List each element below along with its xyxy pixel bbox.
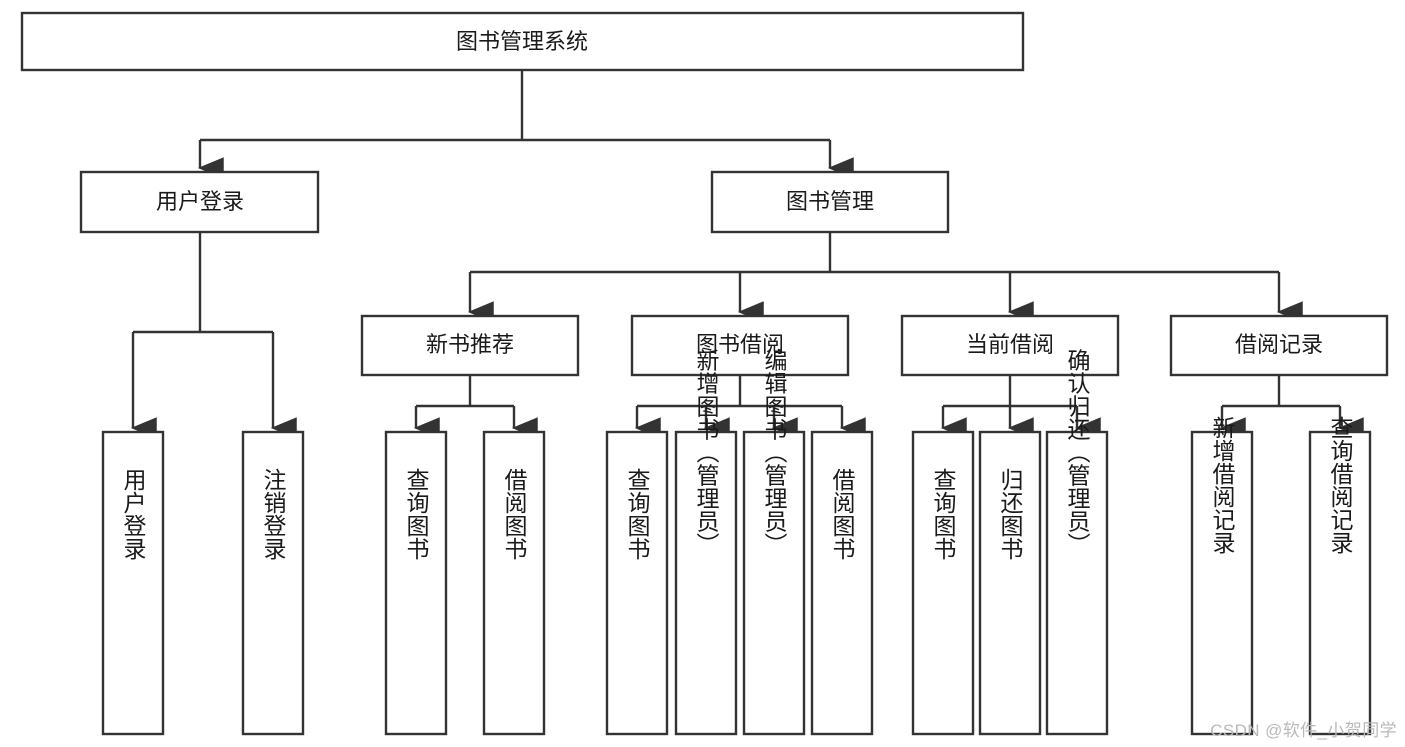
node-leaf-search-book-2-label: 查询图书 [624, 468, 651, 560]
node-leaf-add-borrow-record[interactable]: 新增借阅记录 [1190, 416, 1254, 736]
node-book-borrow-label: 图书借阅 [696, 332, 784, 357]
node-leaf-edit-book-box[interactable] [742, 430, 806, 736]
node-user-login[interactable]: 用户登录 [79, 170, 320, 234]
node-leaf-borrow-book-2-box[interactable] [810, 430, 874, 736]
node-leaf-return-book-box[interactable] [978, 430, 1042, 736]
node-borrow-record-label: 借阅记录 [1235, 332, 1323, 357]
node-leaf-search-book-3-box[interactable] [911, 430, 975, 736]
node-leaf-borrow-book-2[interactable]: 借阅图书 [810, 430, 874, 736]
node-book-management-label: 图书管理 [786, 189, 874, 214]
node-root-box[interactable] [20, 11, 1025, 72]
node-root[interactable]: 图书管理系统 [20, 11, 1025, 72]
node-book-management-box[interactable] [710, 170, 950, 234]
node-leaf-user-login-box[interactable] [101, 430, 165, 736]
node-book-borrow-box[interactable] [630, 314, 850, 377]
node-leaf-add-book-label: 新增图书（管理员） [693, 349, 720, 556]
node-leaf-add-book-box[interactable] [674, 430, 738, 736]
node-new-book-recommend-box[interactable] [360, 314, 580, 377]
node-leaf-borrow-book-1-box[interactable] [482, 430, 546, 736]
node-leaf-search-borrow-record-label: 查询借阅记录 [1327, 416, 1354, 554]
node-borrow-record[interactable]: 借阅记录 [1169, 314, 1389, 377]
node-new-book-recommend-label: 新书推荐 [426, 332, 514, 357]
node-leaf-search-book-2-box[interactable] [605, 430, 669, 736]
node-leaf-borrow-book-1[interactable]: 借阅图书 [482, 430, 546, 736]
node-current-borrow[interactable]: 当前借阅 [900, 314, 1120, 377]
node-root-label: 图书管理系统 [456, 29, 588, 54]
node-leaf-user-login-label: 用户登录 [120, 468, 147, 560]
node-leaf-return-book-label: 归还图书 [997, 468, 1024, 560]
node-leaf-search-book-1-label: 查询图书 [403, 468, 430, 560]
connectors [130, 70, 1364, 439]
node-leaf-borrow-book-2-label: 借阅图书 [829, 468, 856, 560]
node-leaf-borrow-book-1-label: 借阅图书 [501, 468, 528, 560]
node-current-borrow-label: 当前借阅 [966, 332, 1054, 357]
node-leaf-search-book-3[interactable]: 查询图书 [911, 430, 975, 736]
node-leaf-logout-label: 注销登录 [260, 468, 287, 560]
node-leaf-logout[interactable]: 注销登录 [241, 430, 305, 736]
node-leaf-confirm-return-box[interactable] [1045, 430, 1109, 736]
node-leaf-search-borrow-record-box[interactable] [1308, 430, 1372, 736]
node-new-book-recommend[interactable]: 新书推荐 [360, 314, 580, 377]
node-leaf-search-borrow-record[interactable]: 查询借阅记录 [1308, 416, 1372, 736]
node-leaf-return-book[interactable]: 归还图书 [978, 430, 1042, 736]
node-leaf-add-borrow-record-label: 新增借阅记录 [1209, 416, 1236, 554]
node-leaf-search-book-1-box[interactable] [384, 430, 448, 736]
node-book-management[interactable]: 图书管理 [710, 170, 950, 234]
node-leaf-add-book[interactable]: 新增图书（管理员） [674, 349, 738, 736]
node-leaf-edit-book[interactable]: 编辑图书（管理员） [742, 349, 806, 736]
node-leaf-search-book-3-label: 查询图书 [930, 468, 957, 560]
node-leaf-confirm-return[interactable]: 确认归还（管理员） [1045, 349, 1109, 736]
node-leaf-edit-book-label: 编辑图书（管理员） [761, 349, 788, 556]
node-leaf-search-book-2[interactable]: 查询图书 [605, 430, 669, 736]
node-current-borrow-box[interactable] [900, 314, 1120, 377]
node-user-login-box[interactable] [79, 170, 320, 234]
node-borrow-record-box[interactable] [1169, 314, 1389, 377]
node-book-borrow[interactable]: 图书借阅 [630, 314, 850, 377]
node-leaf-user-login[interactable]: 用户登录 [101, 430, 165, 736]
node-leaf-logout-box[interactable] [241, 430, 305, 736]
node-user-login-label: 用户登录 [156, 189, 244, 214]
node-leaf-search-book-1[interactable]: 查询图书 [384, 430, 448, 736]
node-leaf-add-borrow-record-box[interactable] [1190, 430, 1254, 736]
node-leaf-confirm-return-label: 确认归还（管理员） [1064, 349, 1091, 556]
